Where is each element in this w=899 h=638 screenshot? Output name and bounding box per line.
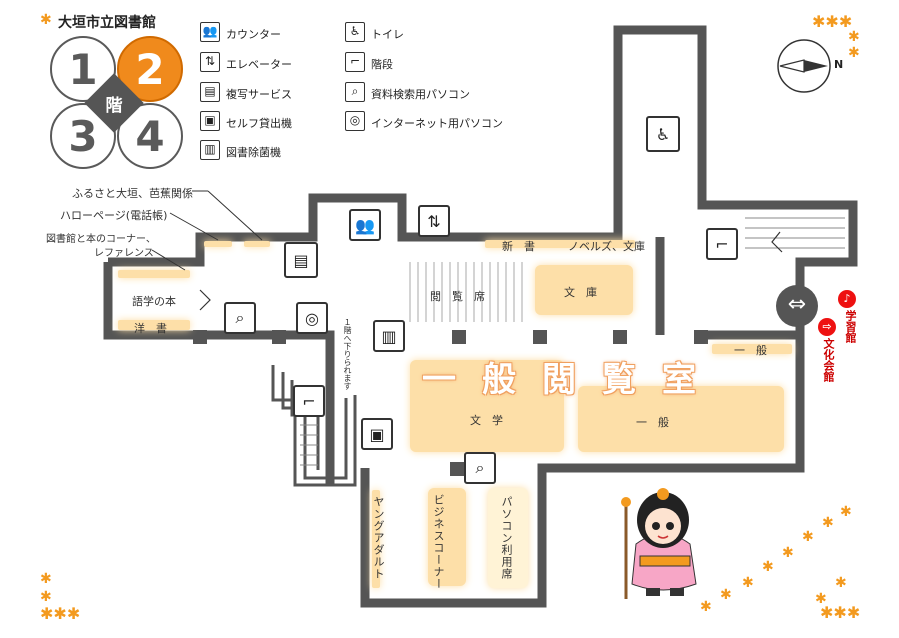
star-decoration: ✱✱✱ bbox=[820, 603, 861, 622]
star-decoration: ✱ bbox=[848, 29, 860, 45]
legend-label: カウンター bbox=[226, 28, 281, 41]
pillar bbox=[613, 330, 627, 344]
page-title: 大垣市立図書館 bbox=[58, 15, 156, 31]
legend-label: エレベーター bbox=[226, 58, 292, 71]
star-decoration: ✱✱✱ bbox=[812, 12, 853, 31]
zone-hello-page bbox=[244, 241, 270, 247]
star-decoration: ✱ bbox=[802, 529, 814, 545]
star-decoration: ✱ bbox=[40, 12, 52, 28]
legend-label: セルフ貸出機 bbox=[226, 117, 292, 130]
area-label-bunko: 文 庫 bbox=[564, 286, 597, 299]
search-pc-icon: ⌕ bbox=[345, 82, 365, 102]
area-label-yosho: 洋 書 bbox=[134, 322, 167, 335]
toilet-icon: ♿ bbox=[646, 116, 680, 152]
zone-young-adult bbox=[372, 490, 380, 588]
toilet-icon: ♿ bbox=[345, 22, 365, 42]
copy-service-icon: ▤ bbox=[284, 242, 318, 278]
zone-yosho bbox=[118, 320, 190, 330]
self-checkout-icon[interactable]: ▣ bbox=[361, 418, 393, 450]
area-label-shinsho: 新 書 bbox=[502, 240, 535, 253]
star-decoration: ✱ bbox=[782, 545, 794, 561]
zone-ippan-small bbox=[712, 344, 792, 354]
self-checkout-icon: ▣ bbox=[200, 111, 220, 131]
star-decoration: ✱✱✱ bbox=[40, 604, 81, 623]
zone-shinsho bbox=[485, 240, 635, 248]
star-decoration: ✱ bbox=[720, 587, 732, 603]
legend-label: 階段 bbox=[371, 58, 393, 71]
star-decoration: ✱ bbox=[40, 589, 52, 605]
compass: N bbox=[776, 38, 843, 94]
counter-icon: 👥 bbox=[349, 209, 381, 241]
area-label-ippan: 一 般 bbox=[636, 416, 669, 429]
zone-ippan bbox=[578, 386, 784, 452]
star-decoration: ✱ bbox=[835, 575, 847, 591]
star-decoration: ✱ bbox=[762, 559, 774, 575]
stairs-down-note: １階へ下りられます bbox=[343, 318, 352, 390]
legend-label: インターネット用パソコン bbox=[371, 117, 503, 130]
exit-label-bunka-kaikan: 文化会館 bbox=[822, 338, 835, 382]
compass-north-label: N bbox=[834, 58, 844, 71]
area-label-novels: ノベルズ、文庫 bbox=[568, 240, 645, 253]
floor-2-button[interactable]: 2 bbox=[117, 36, 183, 102]
area-label-pc-seats: パソコン利用席 bbox=[500, 496, 513, 580]
exit-label-gakushukan: 学習館 bbox=[844, 310, 857, 343]
zone-gogaku bbox=[118, 270, 190, 278]
exit-passage[interactable]: ⇔ bbox=[776, 285, 818, 327]
pillar bbox=[450, 462, 464, 476]
annotation-reference: レファレンス bbox=[94, 248, 154, 259]
pillar bbox=[533, 330, 547, 344]
annotation-library-corner: 図書館と本のコーナー、 bbox=[46, 234, 156, 245]
legend-label: 図書除菌機 bbox=[226, 146, 281, 159]
area-label-business: ビジネスコーナー bbox=[432, 494, 445, 590]
seating-lines bbox=[409, 262, 523, 322]
legend-label: 複写サービス bbox=[226, 88, 292, 101]
internet-pc-icon: ◎ bbox=[345, 111, 365, 131]
star-decoration: ✱ bbox=[815, 591, 827, 607]
zone-bunko bbox=[535, 265, 633, 315]
zone-bungaku bbox=[410, 360, 564, 452]
star-decoration: ✱ bbox=[742, 575, 754, 591]
zone-furusato bbox=[204, 241, 232, 247]
stairs-icon: ⌐ bbox=[345, 52, 365, 72]
star-decoration: ✱ bbox=[848, 45, 860, 61]
legend-label: 資料検索用パソコン bbox=[371, 88, 470, 101]
zone-business bbox=[428, 488, 466, 586]
stairs-icon: ⌐ bbox=[706, 228, 738, 260]
bunka-kaikan-marker-icon: ⇨ bbox=[818, 318, 836, 336]
area-label-bungaku: 文 学 bbox=[470, 414, 503, 427]
star-decoration: ✱ bbox=[40, 571, 52, 587]
pillar bbox=[694, 330, 708, 344]
copy-service-icon: ▤ bbox=[200, 82, 220, 102]
annotation-furusato: ふるさと大垣、芭蕉関係 bbox=[72, 187, 193, 200]
search-pc-icon[interactable]: ⌕ bbox=[464, 452, 496, 484]
search-pc-icon[interactable]: ⌕ bbox=[224, 302, 256, 334]
gakushukan-marker-icon: ♪ bbox=[838, 290, 856, 308]
star-decoration: ✱ bbox=[700, 599, 712, 615]
area-label-etsuran: 閲 覧 席 bbox=[430, 290, 485, 303]
book-sanitizer-icon: ▥ bbox=[200, 140, 220, 160]
book-sanitizer-icon: ▥ bbox=[373, 320, 405, 352]
legend-label: トイレ bbox=[371, 28, 404, 41]
compass-icon bbox=[777, 39, 831, 93]
pillar bbox=[193, 330, 207, 344]
pillar bbox=[272, 330, 286, 344]
star-decoration: ✱ bbox=[840, 504, 852, 520]
internet-pc-icon[interactable]: ◎ bbox=[296, 302, 328, 334]
area-label-ippan-small: 一 般 bbox=[734, 344, 767, 357]
star-decoration: ✱ bbox=[822, 515, 834, 531]
zone-pc-seats bbox=[488, 488, 528, 588]
area-label-young-adult: ヤングアダルト bbox=[372, 496, 385, 580]
area-label-gogaku: 語学の本 bbox=[132, 295, 176, 308]
annotation-hello-page: ハローページ(電話帳) bbox=[60, 209, 168, 222]
floor-1-button[interactable]: 1 bbox=[50, 36, 116, 102]
mascot-illustration bbox=[621, 488, 697, 599]
elevator-icon: ⇅ bbox=[200, 52, 220, 72]
elevator-icon: ⇅ bbox=[418, 205, 450, 237]
main-hall-label: 一般閲覧室 bbox=[422, 360, 722, 400]
counter-icon: 👥 bbox=[200, 22, 220, 42]
stairs-icon: ⌐ bbox=[293, 385, 325, 417]
pillar bbox=[452, 330, 466, 344]
